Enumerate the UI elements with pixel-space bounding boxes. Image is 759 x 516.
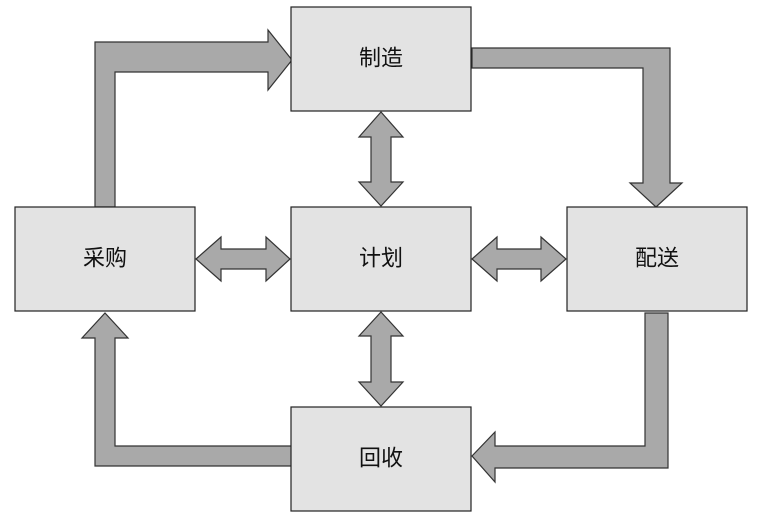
node-delivery: 配送 <box>566 206 748 312</box>
double-arrow-procurement-planning <box>195 235 291 283</box>
node-procurement: 采购 <box>14 206 196 312</box>
double-arrow-planning-delivery <box>471 235 567 283</box>
node-manufacturing: 制造 <box>290 6 472 112</box>
double-arrow-planning-returns <box>357 311 405 407</box>
node-label-manufacturing: 制造 <box>359 47 403 72</box>
arrow-manufacturing-to-delivery <box>471 47 684 208</box>
node-label-delivery: 配送 <box>635 247 679 272</box>
arrow-procurement-to-manufacturing <box>94 28 293 208</box>
node-planning: 计划 <box>290 206 472 312</box>
node-label-returns: 回收 <box>359 447 403 472</box>
node-returns: 回收 <box>290 406 472 512</box>
double-arrow-manufacturing-planning <box>357 111 405 207</box>
arrow-returns-to-procurement <box>80 312 293 467</box>
arrow-delivery-to-returns <box>471 312 669 484</box>
node-label-procurement: 采购 <box>83 247 127 272</box>
node-label-planning: 计划 <box>359 247 403 272</box>
